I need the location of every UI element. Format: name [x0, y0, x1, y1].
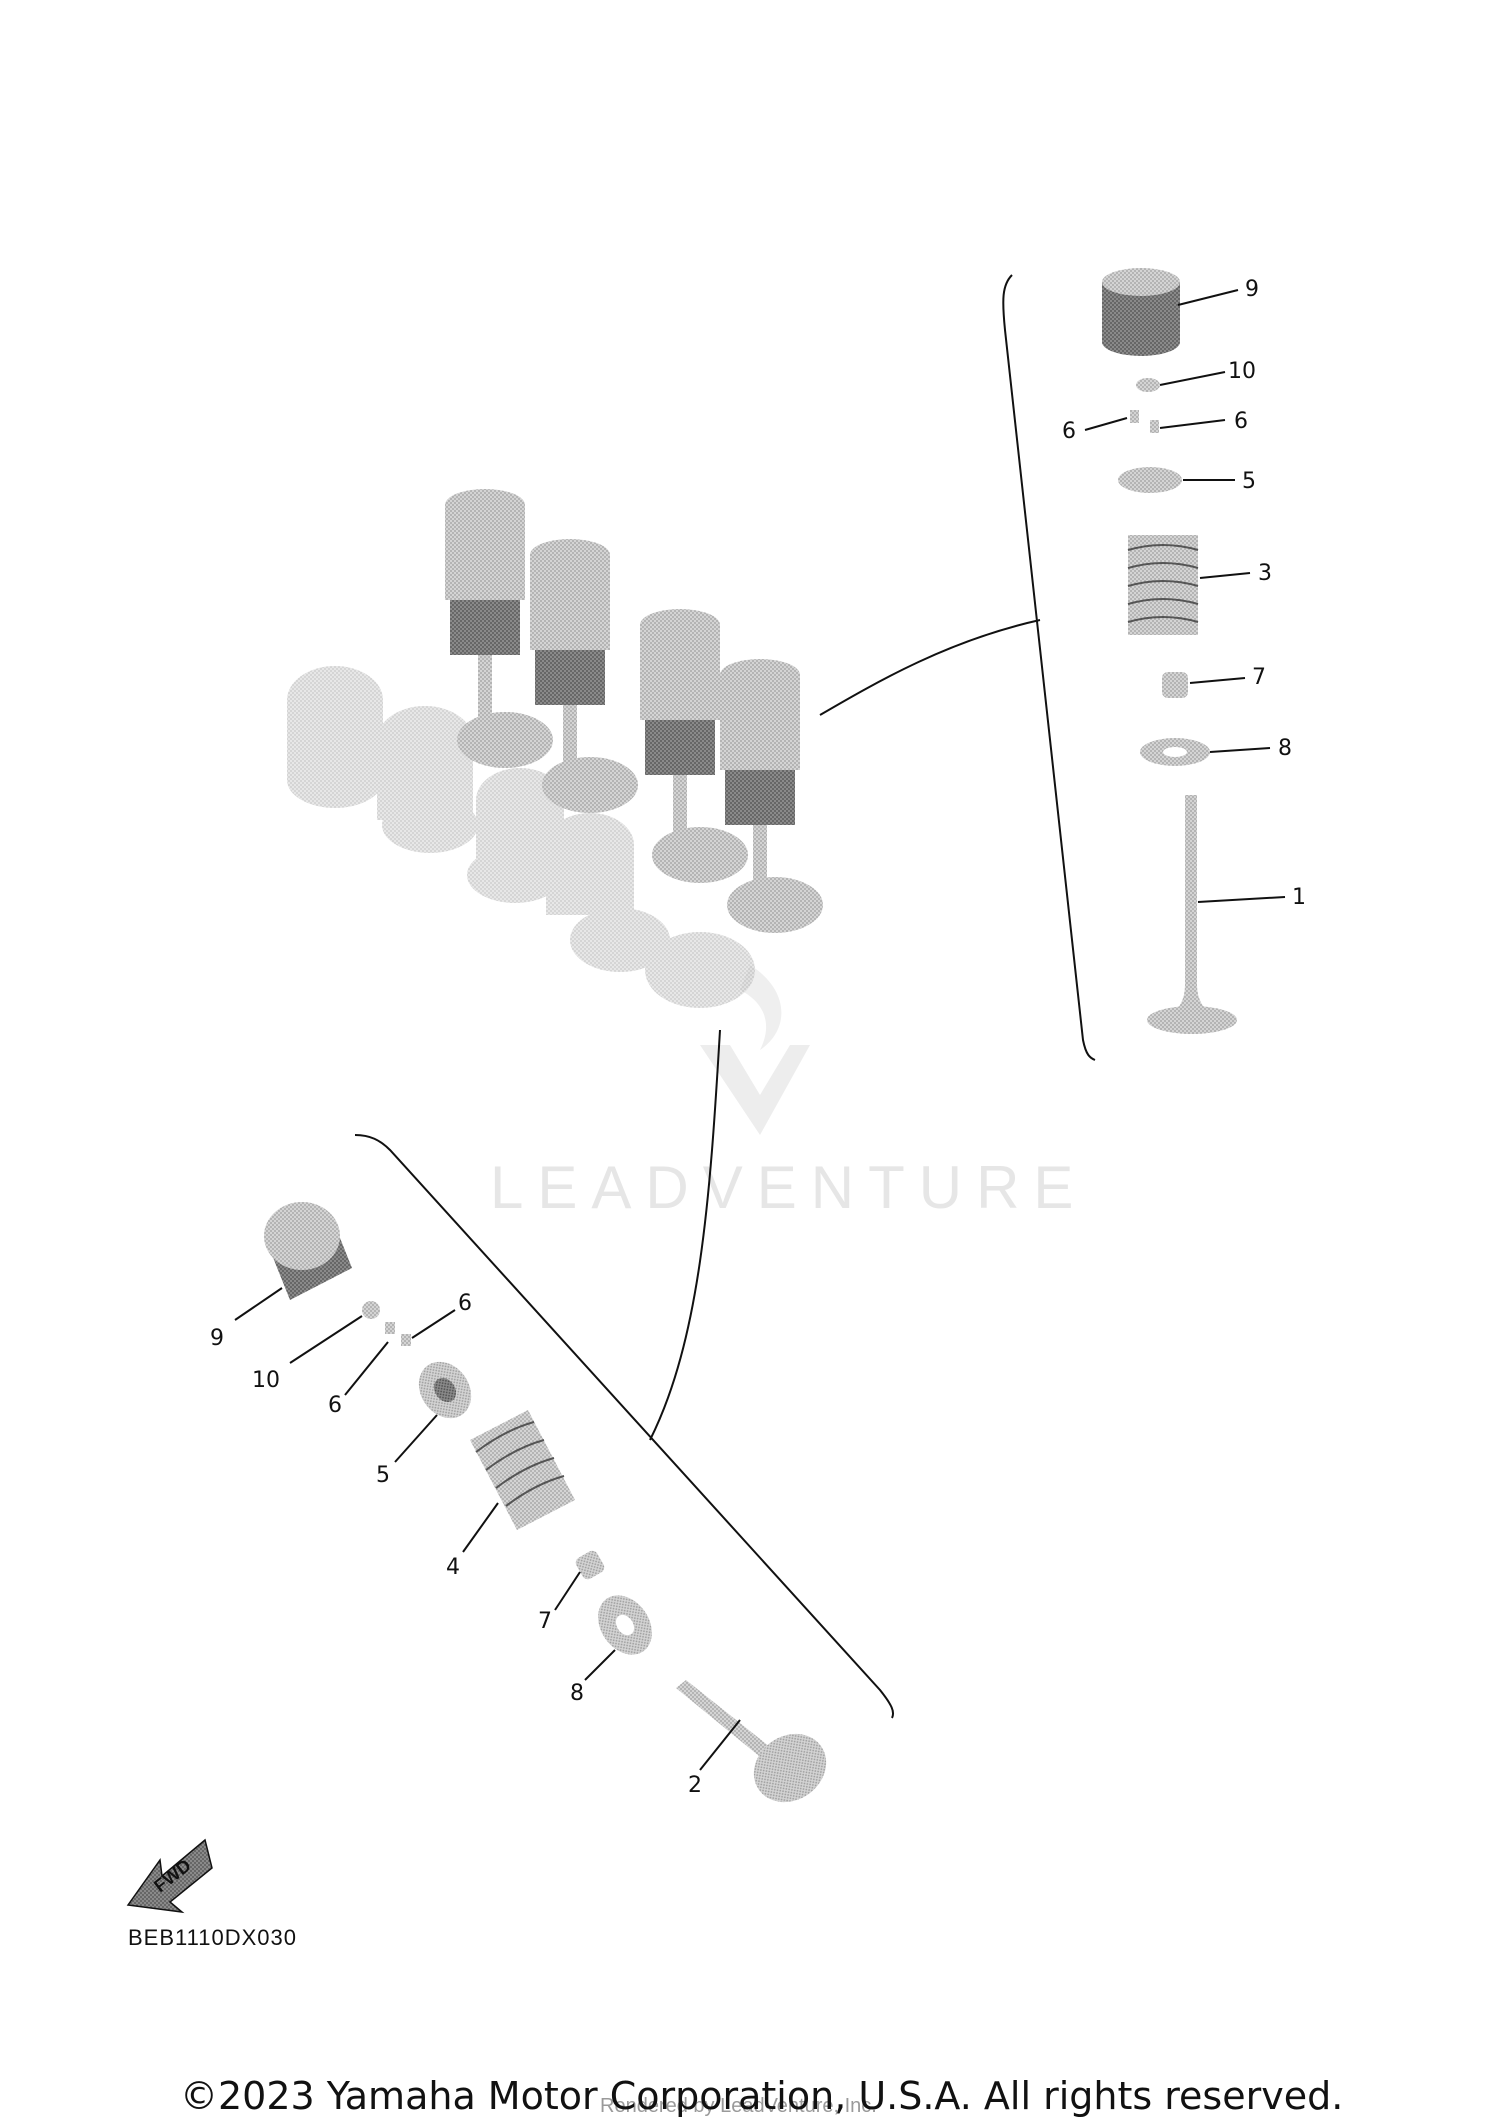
callout-lower-8: 8 — [570, 1681, 584, 1706]
callout-upper-1: 1 — [1292, 885, 1306, 910]
leadventure-watermark: LEADVENTURE — [490, 965, 1087, 1221]
callout-upper-6a: 6 — [1062, 419, 1076, 444]
upper-leader-lines — [1084, 289, 1286, 903]
lower-frame-bracket — [354, 1134, 895, 1719]
rendered-by-text: Rendered by LeadVenture, Inc. — [600, 2095, 877, 2117]
lower-frame-connector — [649, 1029, 721, 1441]
callout-lower-2: 2 — [688, 1773, 702, 1798]
diagram-code: BEB1110DX030 — [128, 1925, 297, 1950]
callout-lower-7: 7 — [538, 1609, 552, 1634]
valve-assembly-cluster — [287, 489, 823, 1008]
callout-lower-5: 5 — [376, 1463, 390, 1488]
callout-lower-6a: 6 — [328, 1393, 342, 1418]
callout-upper-3: 3 — [1258, 561, 1272, 586]
callout-lower-6b: 6 — [458, 1291, 472, 1316]
upper-exploded-parts — [1102, 268, 1237, 1034]
upper-callouts: 9 10 6 6 5 3 7 8 1 — [1062, 277, 1306, 910]
upper-frame-bracket — [1002, 274, 1096, 1061]
upper-frame-connector — [819, 619, 1041, 716]
fwd-arrow-icon: FWD — [126, 1838, 213, 1914]
callout-upper-5: 5 — [1242, 469, 1256, 494]
lower-leader-lines — [234, 1287, 741, 1771]
watermark-text: LEADVENTURE — [490, 1154, 1087, 1221]
lower-exploded-parts — [264, 1202, 827, 1803]
callout-upper-6b: 6 — [1234, 409, 1248, 434]
callout-upper-9: 9 — [1245, 277, 1259, 302]
copyright-notice: ©2023 Yamaha Motor Corporation, U.S.A. A… — [180, 2074, 1344, 2118]
callout-lower-10: 10 — [252, 1368, 280, 1393]
callout-upper-7: 7 — [1252, 665, 1266, 690]
lower-callouts: 9 10 6 6 5 4 7 8 2 — [210, 1291, 702, 1798]
callout-lower-4: 4 — [446, 1555, 460, 1580]
callout-upper-8: 8 — [1278, 736, 1292, 761]
callout-upper-10: 10 — [1228, 359, 1256, 384]
callout-lower-9: 9 — [210, 1326, 224, 1351]
